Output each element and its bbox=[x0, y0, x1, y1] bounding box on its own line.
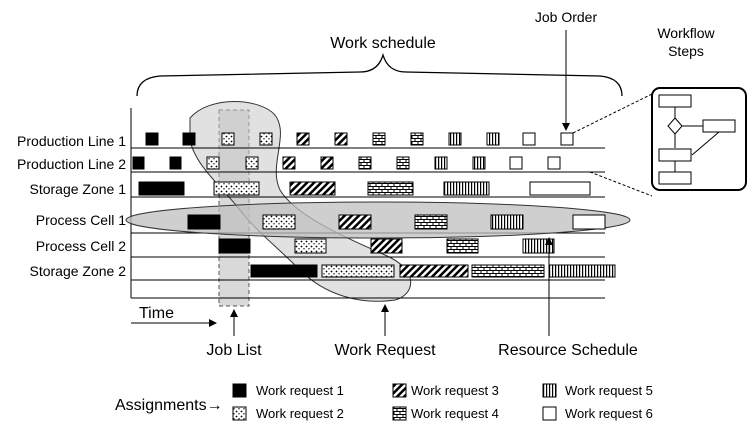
task-block bbox=[396, 156, 410, 170]
task-block bbox=[250, 264, 318, 278]
task-block bbox=[218, 238, 251, 254]
row-production-line-2 bbox=[132, 156, 561, 170]
task-block bbox=[490, 214, 524, 230]
task-block bbox=[410, 132, 424, 146]
row-process-cell-1 bbox=[187, 214, 606, 230]
task-block bbox=[529, 181, 591, 196]
task-block bbox=[169, 156, 182, 170]
task-block bbox=[213, 181, 260, 196]
task-block bbox=[372, 132, 386, 146]
task-block bbox=[471, 264, 545, 278]
job-list-label: Job List bbox=[206, 342, 262, 359]
row-storage-zone-1 bbox=[138, 181, 591, 196]
task-block bbox=[187, 214, 221, 230]
legend-label: Work request 4 bbox=[411, 406, 499, 421]
legend-label: Work request 6 bbox=[565, 406, 653, 421]
row-production-line-1 bbox=[145, 132, 574, 146]
task-block bbox=[522, 132, 536, 146]
task-block bbox=[414, 214, 448, 230]
workflow-flowchart bbox=[658, 94, 736, 185]
task-block bbox=[138, 181, 185, 196]
resource-schedule-label: Resource Schedule bbox=[498, 342, 638, 359]
task-block bbox=[262, 214, 296, 230]
legend-label: Work request 5 bbox=[565, 383, 653, 398]
task-block bbox=[132, 156, 145, 170]
workflow-zoom-line bbox=[589, 171, 653, 197]
workflow-zoom-line bbox=[572, 93, 653, 134]
task-block bbox=[560, 132, 574, 146]
task-block bbox=[221, 132, 235, 146]
resource-label: Storage Zone 1 bbox=[29, 181, 126, 197]
work-request-label: Work Request bbox=[334, 342, 436, 359]
job-order-label: Job Order bbox=[535, 9, 598, 25]
task-block bbox=[245, 156, 259, 170]
task-block bbox=[548, 264, 616, 278]
task-block bbox=[446, 238, 479, 254]
task-block bbox=[472, 156, 486, 170]
legend-swatch bbox=[232, 383, 247, 398]
task-block bbox=[448, 132, 462, 146]
workflow-label: Workflow bbox=[657, 25, 715, 41]
task-block bbox=[182, 132, 196, 146]
task-block bbox=[259, 132, 273, 146]
resource-label: Storage Zone 2 bbox=[29, 263, 126, 279]
legend-title: Assignments→ bbox=[115, 397, 223, 414]
task-block bbox=[338, 214, 372, 230]
time-label: Time bbox=[139, 305, 174, 322]
task-block bbox=[321, 264, 395, 278]
task-block bbox=[320, 156, 334, 170]
resource-label: Production Line 1 bbox=[17, 133, 126, 149]
legend-label: Work request 2 bbox=[256, 406, 344, 421]
task-block bbox=[399, 264, 469, 278]
task-block bbox=[145, 132, 159, 146]
resource-label: Production Line 2 bbox=[17, 156, 126, 172]
resource-labels: Production Line 1 Production Line 2 Stor… bbox=[17, 133, 126, 279]
task-block bbox=[367, 181, 414, 196]
task-block bbox=[547, 156, 561, 170]
task-block bbox=[206, 156, 220, 170]
legend-swatch bbox=[232, 406, 247, 421]
task-block bbox=[282, 156, 296, 170]
legend-swatch bbox=[392, 406, 407, 421]
task-block bbox=[334, 132, 348, 146]
row-storage-zone-2 bbox=[250, 264, 616, 278]
task-block bbox=[296, 132, 310, 146]
legend-label: Work request 1 bbox=[256, 383, 344, 398]
workflow-label: Steps bbox=[668, 43, 704, 59]
task-block bbox=[434, 156, 448, 170]
task-block bbox=[572, 214, 606, 230]
task-block bbox=[443, 181, 490, 196]
work-schedule-brace bbox=[136, 52, 623, 97]
task-block bbox=[358, 156, 372, 170]
resource-label: Process Cell 1 bbox=[36, 212, 126, 228]
task-block bbox=[486, 132, 500, 146]
resource-label: Process Cell 2 bbox=[36, 238, 126, 254]
task-block bbox=[370, 238, 403, 254]
task-block bbox=[294, 238, 327, 254]
task-block bbox=[289, 181, 336, 196]
work-schedule-title: Work schedule bbox=[330, 35, 436, 52]
legend-swatch bbox=[542, 383, 557, 398]
task-block bbox=[509, 156, 523, 170]
legend: Assignments→ Work request 1 Work request… bbox=[115, 383, 653, 421]
legend-swatch bbox=[392, 383, 407, 398]
legend-label: Work request 3 bbox=[411, 383, 499, 398]
legend-swatch bbox=[542, 406, 557, 421]
